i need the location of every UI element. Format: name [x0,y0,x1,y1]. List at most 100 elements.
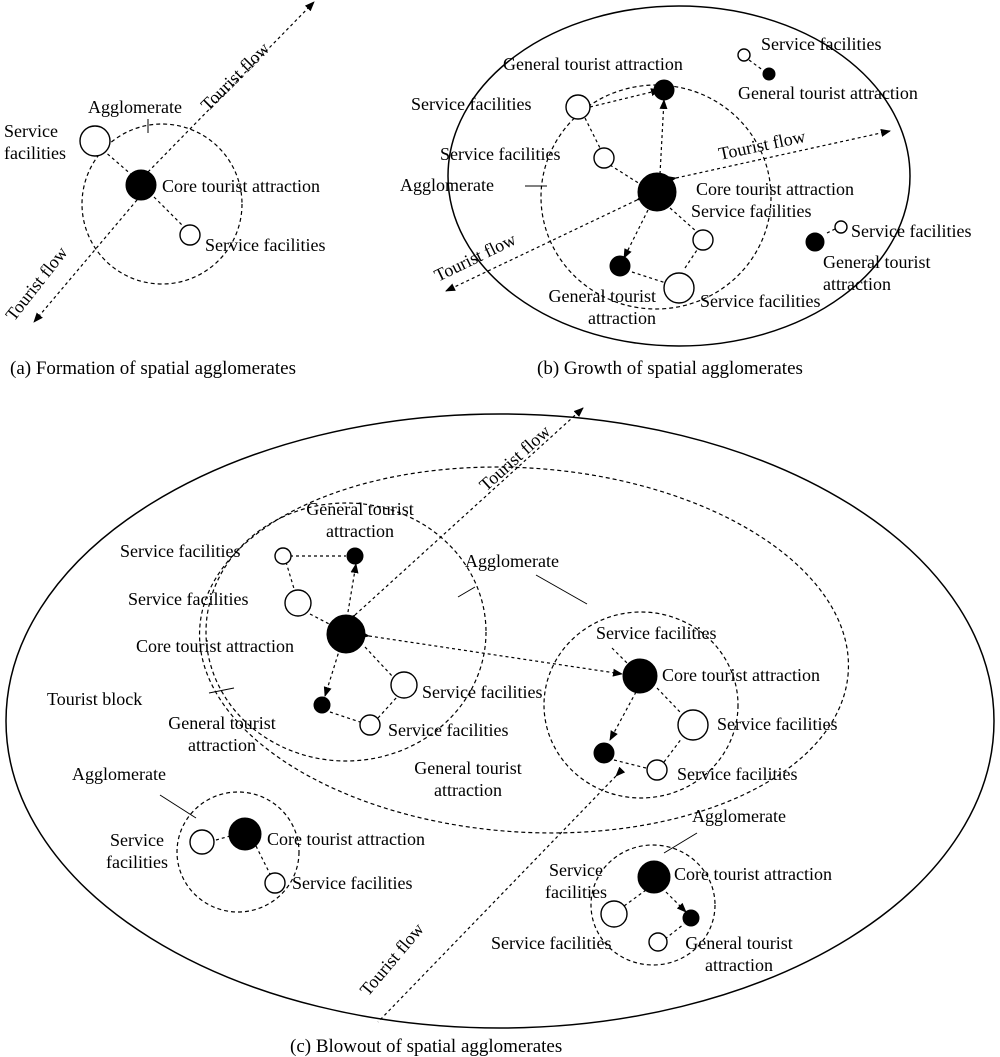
service-facility-node [390,671,418,699]
leader-line [535,574,588,605]
service-facility-node [692,229,714,251]
connector [309,613,334,627]
connector [659,99,668,175]
label-service-facilities: Service facilities [761,34,881,54]
panel-b: General tourist attraction Service facil… [400,5,971,379]
connector [663,737,683,763]
general-attraction-node [653,79,675,101]
connector [623,209,649,259]
core-attraction-node [637,860,671,894]
general-attraction-node [762,67,776,81]
label-tourist-flow: Tourist flow [356,919,428,999]
label-core-attraction: Core tourist attraction [674,864,832,884]
label-tourist-flow: Tourist flow [431,229,519,286]
tourist-flow-arrow [138,1,315,182]
label-core-attraction: Core tourist attraction [136,636,294,656]
core-attraction-node [228,817,262,851]
caption-a: (a) Formation of spatial agglomerates [10,358,296,379]
service-facility-node [646,759,668,781]
label-service-facilities: Service facilities [691,201,811,221]
connector [102,149,134,177]
connector [656,687,681,713]
general-attraction-node [313,696,331,714]
label-agglomerate: Agglomerate [88,97,182,117]
service-facility-node [284,589,312,617]
service-facility-node [677,709,709,741]
label-agglomerate: Agglomerate [400,175,494,195]
service-facility-node [600,900,628,928]
agglomerate-boundary [590,844,716,966]
core-attraction-node [326,614,366,654]
label-service-facilities: Service facilities [717,714,837,734]
label-core-attraction: Core tourist attraction [696,179,854,199]
label-service-facilities: Service facilities [677,764,797,784]
connector [609,164,641,185]
label-core-attraction: Core tourist attraction [162,176,320,196]
service-facility-node [359,714,381,736]
label-service-facilities: Service facilities [596,623,716,643]
connector [584,117,601,149]
connector [589,88,661,108]
service-facility-node [648,932,668,952]
core-attraction-node [637,172,677,212]
label-tourist-block: Tourist block [47,689,142,709]
leader-line [663,832,698,854]
connector [669,207,698,233]
label-general-attraction: General tourist attraction [738,83,918,103]
connector [285,561,296,593]
connector [611,647,629,665]
label-tourist-flow: Tourist flow [475,421,554,495]
label-service-facilities: Service facilities [411,94,531,114]
tourist-flow-arrow [666,129,891,184]
label-tourist-flow: Tourist flow [197,38,274,115]
label-general-attraction: General tourist attraction [503,54,683,74]
connector [664,923,685,940]
tourist-flow-arrow [445,192,647,292]
caption-b: (b) Growth of spatial agglomerates [537,358,803,379]
general-attraction-node [805,232,825,252]
general-attraction-node [682,909,700,927]
connector [346,563,359,619]
connector [631,271,667,284]
service-facility-node [79,125,111,157]
label-agglomerate: Agglomerate [692,806,786,826]
connector [665,891,687,913]
general-attraction-node [593,742,615,764]
service-facility-node [274,547,292,565]
core-attraction-node [622,658,658,694]
agglomerate-boundary [176,791,300,913]
label-agglomerate: Agglomerate [465,551,559,571]
label-service-facilities: Service facilities [851,221,971,241]
connector [329,711,361,723]
service-facility-node [834,220,848,234]
label-tourist-flow: Tourist flow [717,126,807,164]
service-facility-node [264,872,286,894]
connector [684,246,700,269]
service-facility-node [189,829,215,855]
agglomerate-boundary [81,123,243,285]
connector [609,691,637,741]
tourist-block-boundary [447,5,911,347]
service-facility-node [737,48,751,62]
label-service-facilities: Service facilities [422,682,542,702]
connector [153,196,184,227]
label-service-facilities: Service facilities [491,933,611,953]
label-core-attraction: Core tourist attraction [662,665,820,685]
tourist-flow-arrow [33,190,146,323]
general-attraction-node [609,255,631,277]
leader-line [159,794,197,819]
caption-c: (c) Blowout of spatial agglomerates [290,1036,562,1057]
label-service-facilities: Service facilities [120,541,240,561]
connector [215,835,231,841]
connector [377,696,398,719]
label-tourist-flow: Tourist flow [1,243,71,325]
